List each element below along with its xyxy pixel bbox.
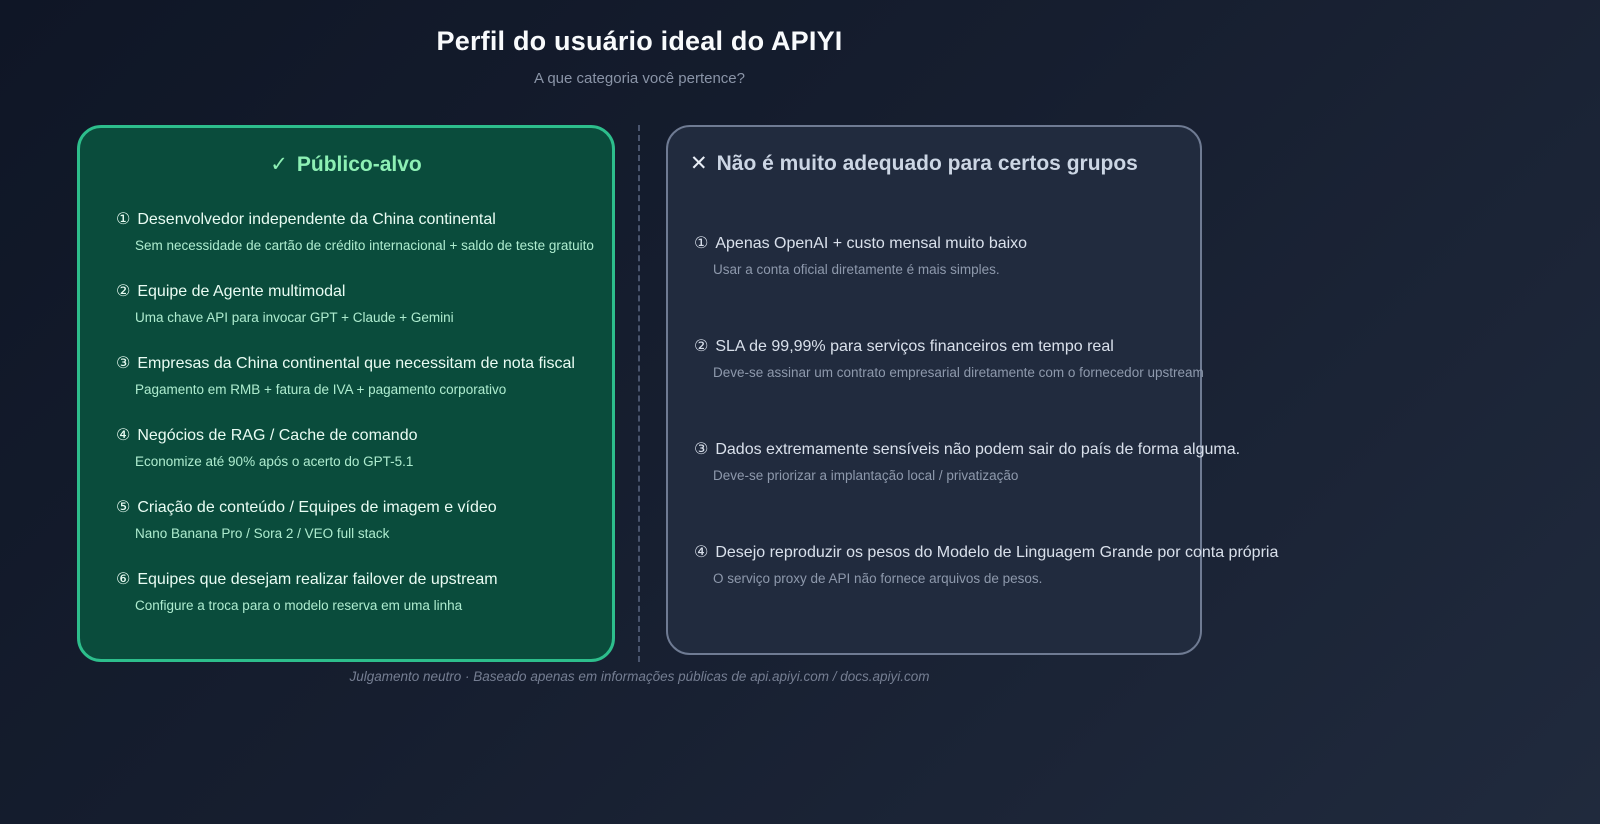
item-description: Sem necessidade de cartão de crédito int…: [135, 238, 594, 253]
item-title-text: Desenvolvedor independente da China cont…: [137, 211, 496, 228]
item-title-text: Criação de conteúdo / Equipes de imagem …: [137, 499, 497, 516]
item-title-text: Desejo reproduzir os pesos do Modelo de …: [715, 544, 1279, 561]
list-item: ⑤ Criação de conteúdo / Equipes de imagem…: [116, 497, 612, 543]
item-title: ② Equipe de Agente multimodal: [116, 281, 612, 303]
item-description: Usar a conta oficial diretamente é mais …: [713, 262, 1000, 277]
not-suitable-list: ① Apenas OpenAI + custo mensal muito baix…: [694, 233, 1278, 588]
item-description: Pagamento em RMB + fatura de IVA + pagam…: [135, 382, 507, 397]
item-title: ② SLA de 99,99% para serviços financeiros…: [694, 336, 1200, 358]
item-title: ④ Desejo reproduzir os pesos do Modelo de…: [694, 542, 1278, 564]
circled-number: ④: [694, 544, 709, 561]
circled-number: ②: [116, 283, 131, 300]
target-audience-list: ① Desenvolvedor independente da China con…: [116, 209, 612, 615]
list-item: ① Desenvolvedor independente da China con…: [116, 209, 612, 255]
item-title: ③ Empresas da China continental que neces…: [116, 353, 612, 375]
item-description: Configure a troca para o modelo reserva …: [135, 598, 463, 613]
item-title: ① Desenvolvedor independente da China con…: [116, 209, 612, 231]
item-title-text: Equipes que desejam realizar failover de…: [137, 571, 498, 588]
circled-number: ④: [116, 427, 131, 444]
vertical-dashed-divider: [638, 125, 640, 662]
circled-number: ②: [694, 338, 709, 355]
header: Perfil do usuário ideal do APIYI A que c…: [77, 26, 1202, 87]
panel-title-text: Não é muito adequado para certos grupos: [716, 152, 1138, 175]
circled-number: ③: [694, 441, 709, 458]
check-icon: ✓: [270, 153, 288, 176]
item-title: ③ Dados extremamente sensíveis não podem …: [694, 439, 1240, 461]
item-title: ⑥ Equipes que desejam realizar failover d…: [116, 569, 612, 591]
item-title-text: Negócios de RAG / Cache de comando: [137, 427, 418, 444]
list-item: ② SLA de 99,99% para serviços financeiros…: [694, 336, 1204, 382]
target-audience-panel: ✓ Público-alvo ① Desenvolvedor independent…: [77, 125, 615, 662]
footer-note: Julgamento neutro · Baseado apenas em in…: [349, 669, 930, 684]
item-description: O serviço proxy de API não fornece arqui…: [713, 571, 1043, 586]
cross-icon: ✕: [690, 152, 708, 175]
circled-number: ⑤: [116, 499, 131, 516]
item-title: ⑤ Criação de conteúdo / Equipes de imagem…: [116, 497, 612, 519]
item-description: Deve-se assinar um contrato empresarial …: [713, 365, 1204, 380]
page-subtitle: A que categoria você pertence?: [534, 70, 745, 87]
circled-number: ③: [116, 355, 131, 372]
list-item: ⑥ Equipes que desejam realizar failover d…: [116, 569, 612, 615]
item-description: Economize até 90% após o acerto do GPT-5…: [135, 454, 414, 469]
list-item: ③ Empresas da China continental que neces…: [116, 353, 612, 399]
page-title: Perfil do usuário ideal do APIYI: [436, 26, 843, 56]
item-title: ① Apenas OpenAI + custo mensal muito baix…: [694, 233, 1200, 255]
circled-number: ⑥: [116, 571, 131, 588]
item-description: Deve-se priorizar a implantação local / …: [713, 468, 1019, 483]
item-title: ④ Negócios de RAG / Cache de comando: [116, 425, 612, 447]
not-suitable-panel-title: ✕ Não é muito adequado para certos grupos: [690, 151, 1200, 176]
list-item: ④ Negócios de RAG / Cache de comando Econ…: [116, 425, 612, 471]
list-item: ③ Dados extremamente sensíveis não podem …: [694, 439, 1240, 485]
circled-number: ①: [694, 235, 709, 252]
list-item: ② Equipe de Agente multimodal Uma chave A…: [116, 281, 612, 327]
list-item: ① Apenas OpenAI + custo mensal muito baix…: [694, 233, 1200, 279]
item-description: Uma chave API para invocar GPT + Claude …: [135, 310, 454, 325]
item-title-text: Apenas OpenAI + custo mensal muito baixo: [715, 235, 1028, 252]
circled-number: ①: [116, 211, 131, 228]
not-suitable-panel: ✕ Não é muito adequado para certos grupos…: [666, 125, 1278, 655]
item-title-text: Dados extremamente sensíveis não podem s…: [715, 441, 1241, 458]
item-title-text: SLA de 99,99% para serviços financeiros …: [715, 338, 1114, 355]
panel-title-text: Público-alvo: [296, 153, 422, 176]
list-item: ④ Desejo reproduzir os pesos do Modelo de…: [694, 542, 1278, 588]
item-title-text: Empresas da China continental que necess…: [137, 355, 575, 372]
item-title-text: Equipe de Agente multimodal: [137, 283, 346, 300]
target-audience-panel-title: ✓ Público-alvo: [116, 152, 576, 177]
item-description: Nano Banana Pro / Sora 2 / VEO full stac…: [135, 526, 390, 541]
